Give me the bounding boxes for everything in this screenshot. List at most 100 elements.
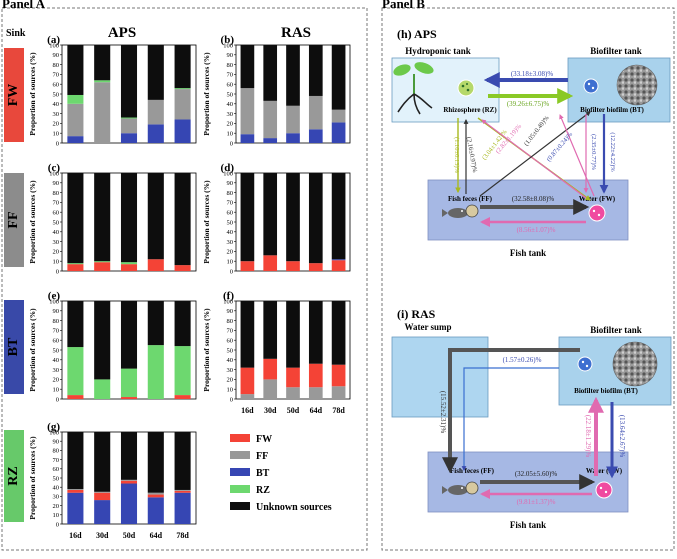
bar-segment-fw (174, 395, 191, 399)
legend-swatch-rz (230, 485, 250, 493)
bar-segment-rz (67, 263, 84, 265)
chart-d: (d)Proportion of sources (%)010203040506… (202, 162, 351, 275)
bar-segment-unknown-sources (174, 432, 191, 490)
bar-segment-ff (286, 387, 300, 399)
y-tick-label: 50 (227, 219, 234, 226)
bar-segment-unknown-sources (263, 173, 278, 256)
bar-segment-rz (67, 94, 84, 104)
y-tick-label: 10 (53, 387, 60, 394)
gravel-icon-aps (616, 64, 658, 106)
bar-segment-unknown-sources (94, 301, 111, 380)
y-tick-label: 40 (227, 357, 234, 364)
arrow-fw-to-bt (559, 114, 595, 197)
y-tick-label: 80 (53, 62, 60, 69)
x-tick-label-ras: 30d (264, 406, 277, 415)
ff-label-ras: Fish feces (FF) (450, 467, 495, 475)
chart-a: (a)Proportion of sources (%)010203040506… (28, 34, 197, 147)
biofilter-tank-label: Biofilter tank (590, 46, 642, 56)
y-tick-label: 30 (227, 239, 234, 246)
y-tick-label: 10 (227, 131, 234, 138)
value-bt-to-fw-1: (2.35±0.77)% (590, 134, 597, 171)
rz-label: Rhizosphere (RZ) (443, 106, 497, 114)
y-axis-label: Proportion of sources (%) (28, 308, 37, 392)
y-tick-label: 90 (227, 52, 234, 59)
y-tick-label: 20 (53, 121, 60, 128)
bar-segment-bt (263, 138, 278, 143)
y-tick-label: 40 (53, 485, 60, 492)
y-tick-label: 100 (49, 298, 59, 305)
bar-segment-fw (331, 364, 346, 387)
y-tick-label: 90 (53, 52, 60, 59)
panel-a-title: Panel A (2, 0, 46, 11)
ras-title: (i) RAS (397, 307, 436, 321)
fish-tank-label-ras: Fish tank (510, 520, 546, 530)
y-tick-label: 0 (56, 140, 59, 147)
bar-segment-unknown-sources (331, 45, 346, 110)
legend-swatch-fw (230, 434, 250, 442)
bar-segment-unknown-sources (94, 45, 111, 81)
value-bt-to-rz: (33.18±3.08)% (511, 70, 554, 78)
bar-segment-unknown-sources (308, 173, 323, 264)
panel-letter: (a) (47, 34, 60, 46)
bar-segment-bt (240, 134, 255, 143)
panel-letter: (e) (48, 290, 61, 302)
y-axis-label: Proportion of sources (%) (202, 308, 211, 392)
y-tick-label: 70 (53, 457, 60, 464)
bar-segment-fw (67, 264, 84, 271)
fish-icon-aps (442, 204, 479, 218)
y-tick-label: 20 (53, 249, 60, 256)
bar-segment-bt (286, 133, 300, 143)
bar-segment-unknown-sources (331, 301, 346, 365)
value-rz-to-ff: (1.10±0.13)% (453, 137, 460, 174)
bar-segment-unknown-sources (147, 301, 164, 346)
y-tick-label: 60 (227, 210, 234, 217)
bar-segment-bt (67, 492, 84, 524)
bar-segment-ff (263, 379, 278, 399)
value-bt-to-ff-top: (1.57±0.26)% (503, 356, 542, 364)
sink-label: Sink (6, 28, 26, 39)
bar-segment-fw (308, 263, 323, 271)
col-header-ras: RAS (281, 25, 311, 41)
y-tick-label: 70 (53, 72, 60, 79)
y-tick-label: 70 (227, 200, 234, 207)
y-tick-label: 30 (53, 367, 60, 374)
bt-community-icon-aps (583, 78, 599, 94)
chart-c: (c)Proportion of sources (%)010203040506… (28, 162, 197, 275)
y-tick-label: 30 (53, 494, 60, 501)
y-tick-label: 50 (227, 91, 234, 98)
y-tick-label: 40 (53, 229, 60, 236)
y-tick-label: 60 (53, 210, 60, 217)
y-axis-label: Proportion of sources (%) (202, 52, 211, 136)
bar-segment-ff (67, 103, 84, 137)
bar-segment-rz (94, 261, 111, 263)
bar-segment-fw (67, 395, 84, 399)
fw-label-aps: Water (FW) (579, 195, 616, 203)
bar-segment-unknown-sources (120, 432, 138, 480)
panel-letter: (d) (221, 162, 235, 174)
ras-diagram: (i) RAS Water sump Biofilter tank Fish t… (391, 307, 672, 530)
bar-segment-fw (94, 262, 111, 271)
panel-letter: (g) (47, 421, 60, 433)
arrow-ff-to-bt (479, 111, 591, 197)
panel-letter: (f) (223, 290, 234, 302)
bar-segment-bt (120, 133, 138, 143)
value-bt-to-fw-ras: (13.64±2.67)% (618, 415, 626, 458)
x-tick-label-aps: 30d (96, 531, 109, 540)
x-tick-label-ras: 50d (287, 406, 300, 415)
bar-segment-fw (263, 358, 278, 380)
y-tick-label: 60 (227, 338, 234, 345)
sink-label-ff: FF (6, 211, 21, 228)
bar-segment-rz (120, 117, 138, 119)
bar-segment-unknown-sources (67, 432, 84, 490)
y-tick-label: 30 (53, 239, 60, 246)
y-tick-label: 90 (53, 308, 60, 315)
x-tick-label-aps: 16d (69, 531, 82, 540)
panel-b-title: Panel B (382, 0, 425, 11)
panel-letter: (b) (221, 34, 235, 46)
bar-segment-unknown-sources (147, 45, 164, 100)
bar-segment-unknown-sources (67, 301, 84, 348)
y-axis-label: Proportion of sources (%) (202, 180, 211, 264)
bar-segment-fw (240, 261, 255, 271)
fish-icon-ras (442, 481, 479, 495)
legend-label: Unknown sources (256, 502, 332, 513)
